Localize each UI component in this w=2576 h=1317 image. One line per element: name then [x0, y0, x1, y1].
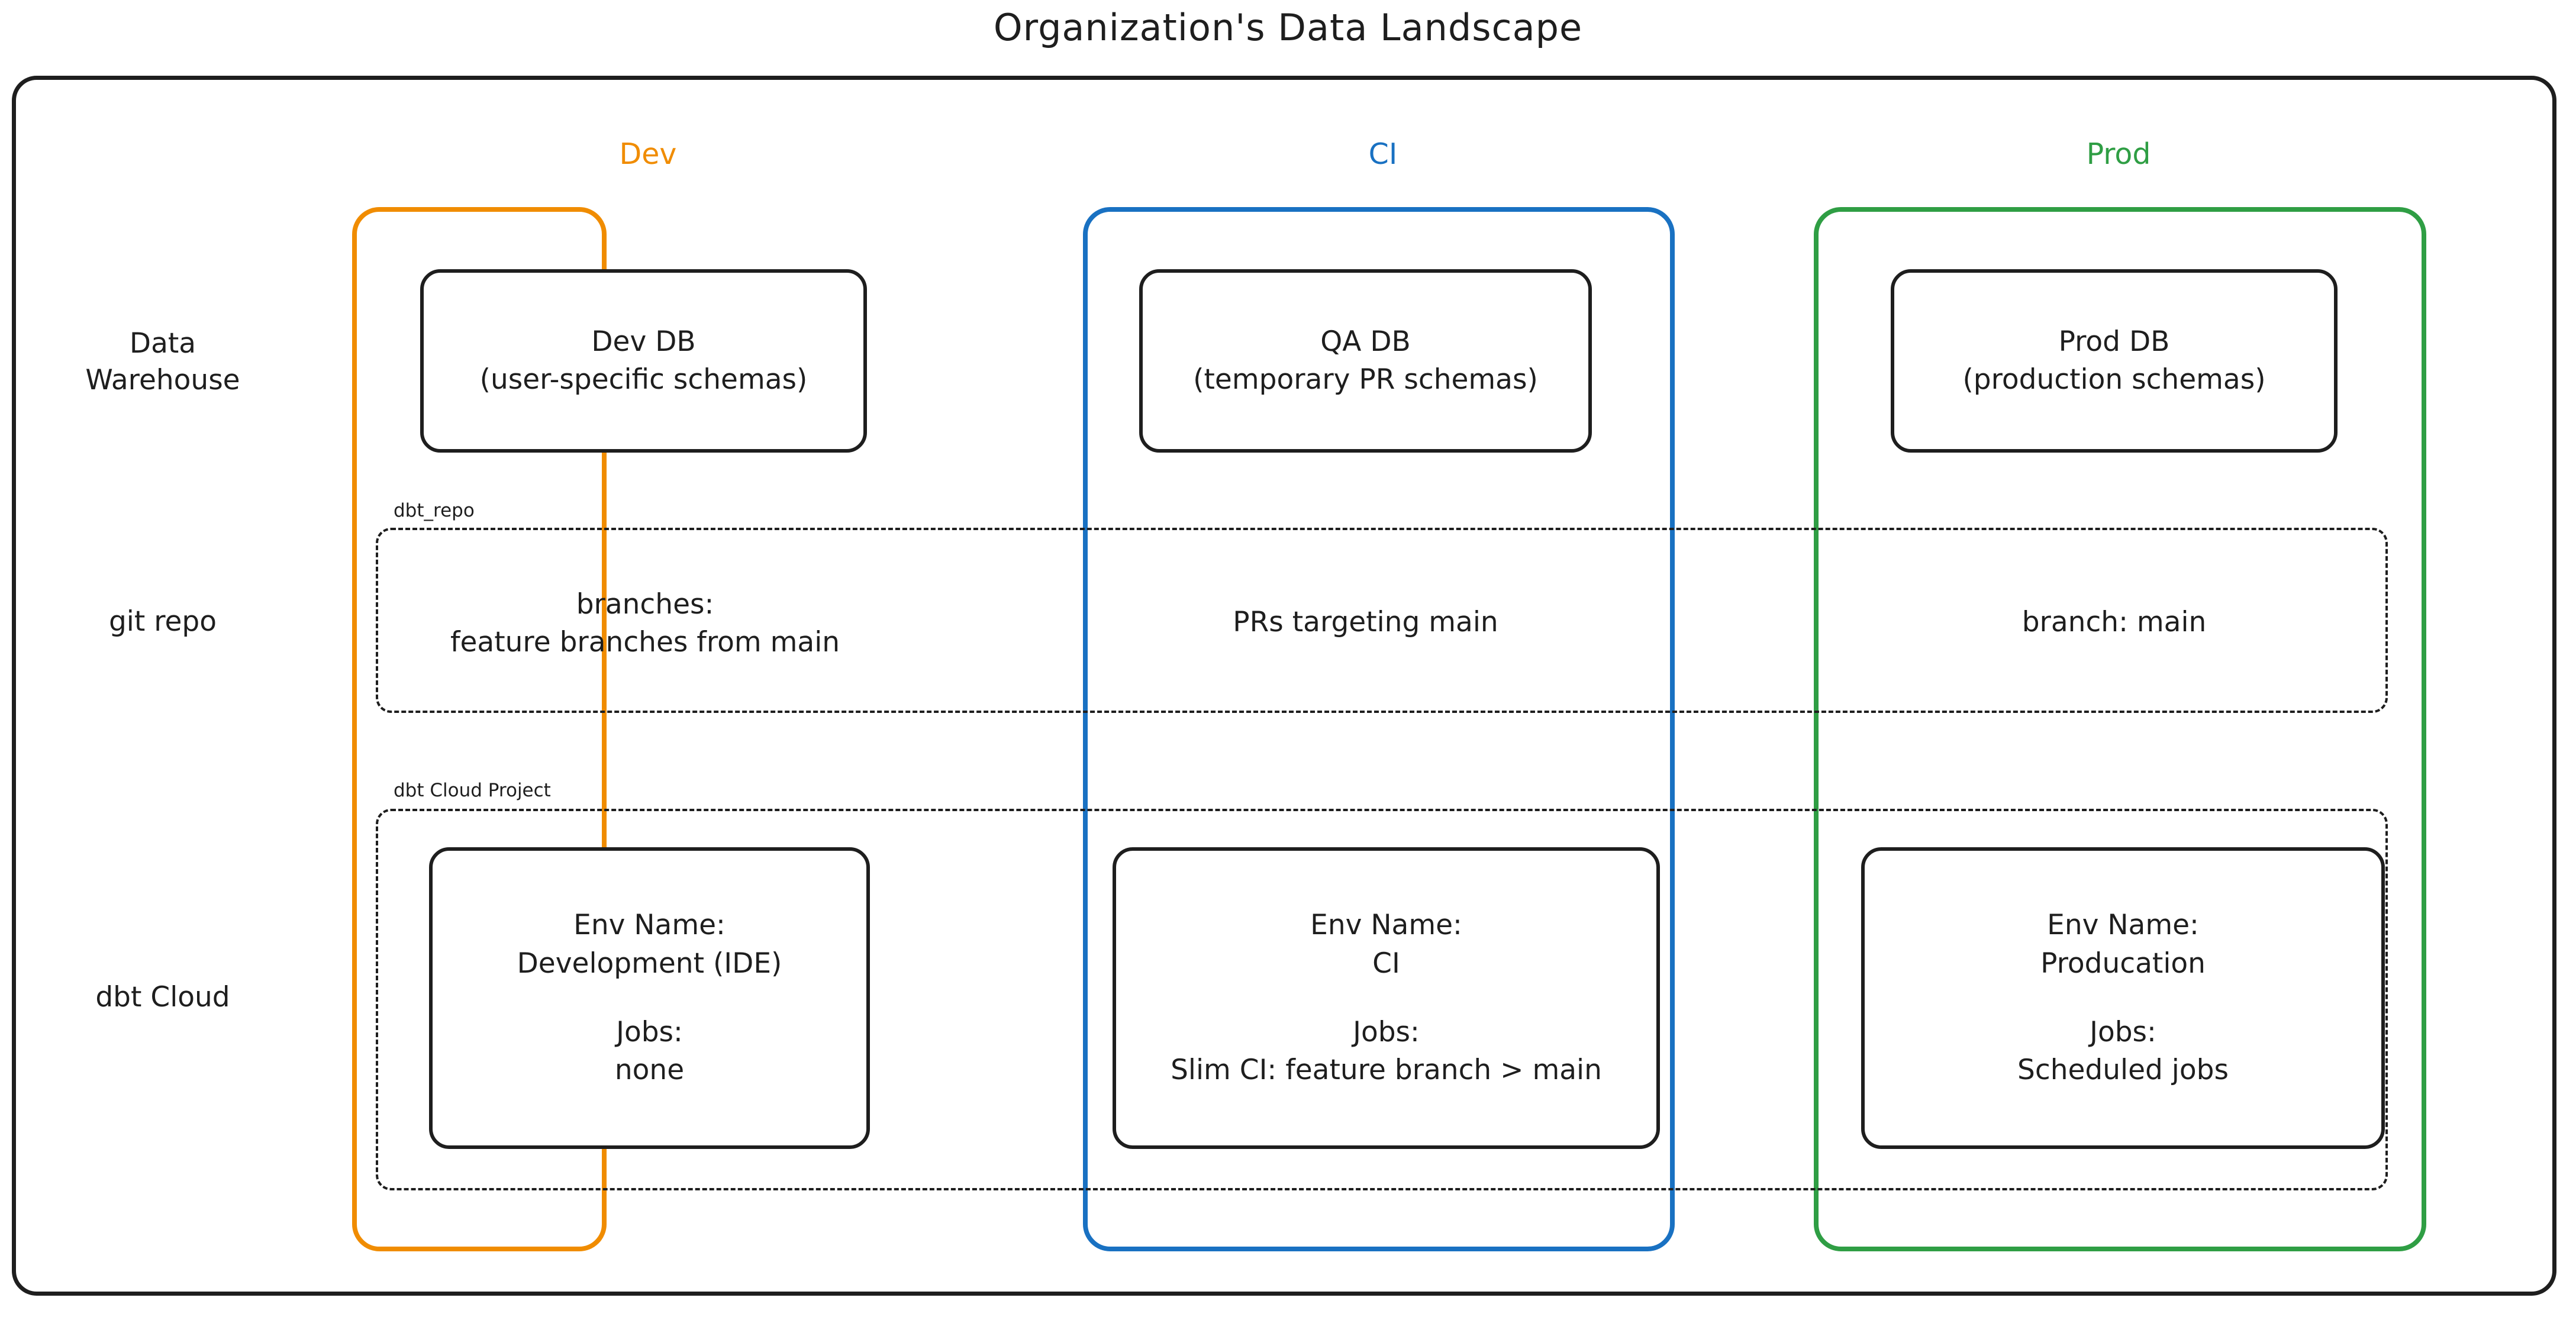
- env-box-ci-name-label: Env Name:: [1310, 909, 1462, 942]
- page-title: Organization's Data Landscape: [993, 6, 1583, 49]
- git-cell-dev-line2: feature branches from main: [450, 625, 840, 658]
- env-box-ci-jobs-label: Jobs:: [1353, 1016, 1420, 1048]
- row-label-data-warehouse: Data Warehouse: [36, 325, 290, 399]
- db-box-prod: Prod DB (production schemas): [1891, 269, 2338, 453]
- env-header-prod: Prod: [2086, 137, 2151, 171]
- git-cell-prod: branch: main: [1891, 603, 2338, 641]
- env-box-ci-jobs-value: Slim CI: feature branch > main: [1171, 1054, 1602, 1087]
- env-header-dev: Dev: [619, 137, 677, 171]
- db-box-prod-title: Prod DB: [2058, 325, 2170, 359]
- group-caption-dbt-repo: dbt_repo: [394, 500, 475, 521]
- db-box-ci-subtitle: (temporary PR schemas): [1193, 363, 1538, 396]
- db-box-dev-subtitle: (user-specific schemas): [479, 363, 808, 396]
- env-box-ci: Env Name: CI Jobs: Slim CI: feature bran…: [1113, 847, 1660, 1149]
- group-container-dbt-cloud-project: [376, 809, 2388, 1190]
- env-box-dev-name-label: Env Name:: [573, 909, 726, 942]
- env-box-dev-jobs-value: none: [614, 1054, 685, 1087]
- db-box-prod-subtitle: (production schemas): [1962, 363, 2266, 396]
- row-label-git-repo: git repo: [108, 605, 217, 638]
- env-box-prod-jobs-label: Jobs:: [2090, 1016, 2156, 1048]
- env-column-dev: [352, 207, 607, 1251]
- env-box-dev-jobs-label: Jobs:: [616, 1016, 683, 1048]
- env-header-ci: CI: [1368, 137, 1398, 171]
- env-box-ci-name-value: CI: [1372, 947, 1400, 980]
- row-label-line2: Warehouse: [85, 364, 240, 397]
- group-caption-dbt-cloud-project: dbt Cloud Project: [394, 780, 551, 801]
- env-column-ci: [1083, 207, 1675, 1251]
- group-container-dbt-repo: [376, 528, 2388, 713]
- env-box-prod-name-value: Producation: [2040, 947, 2206, 980]
- db-box-dev-title: Dev DB: [591, 325, 696, 359]
- db-box-ci: QA DB (temporary PR schemas): [1139, 269, 1592, 453]
- git-cell-ci: PRs targeting main: [1139, 603, 1592, 641]
- env-column-prod: [1814, 207, 2426, 1251]
- git-cell-dev: branches: feature branches from main: [420, 586, 870, 661]
- env-box-dev-name-value: Development (IDE): [517, 947, 782, 980]
- git-cell-prod-line1: branch: main: [2022, 606, 2207, 638]
- db-box-ci-title: QA DB: [1320, 325, 1411, 359]
- db-box-dev: Dev DB (user-specific schemas): [420, 269, 867, 453]
- env-box-prod: Env Name: Producation Jobs: Scheduled jo…: [1861, 847, 2385, 1149]
- outer-frame: [12, 76, 2556, 1296]
- env-box-prod-name-label: Env Name:: [2047, 909, 2199, 942]
- env-box-dev: Env Name: Development (IDE) Jobs: none: [429, 847, 870, 1149]
- row-label-line1: Data: [129, 327, 196, 360]
- env-box-prod-jobs-value: Scheduled jobs: [2017, 1054, 2229, 1087]
- row-label-dbt-cloud: dbt Cloud: [95, 981, 230, 1013]
- git-cell-dev-line1: branches:: [576, 588, 714, 621]
- git-cell-ci-line1: PRs targeting main: [1233, 606, 1498, 638]
